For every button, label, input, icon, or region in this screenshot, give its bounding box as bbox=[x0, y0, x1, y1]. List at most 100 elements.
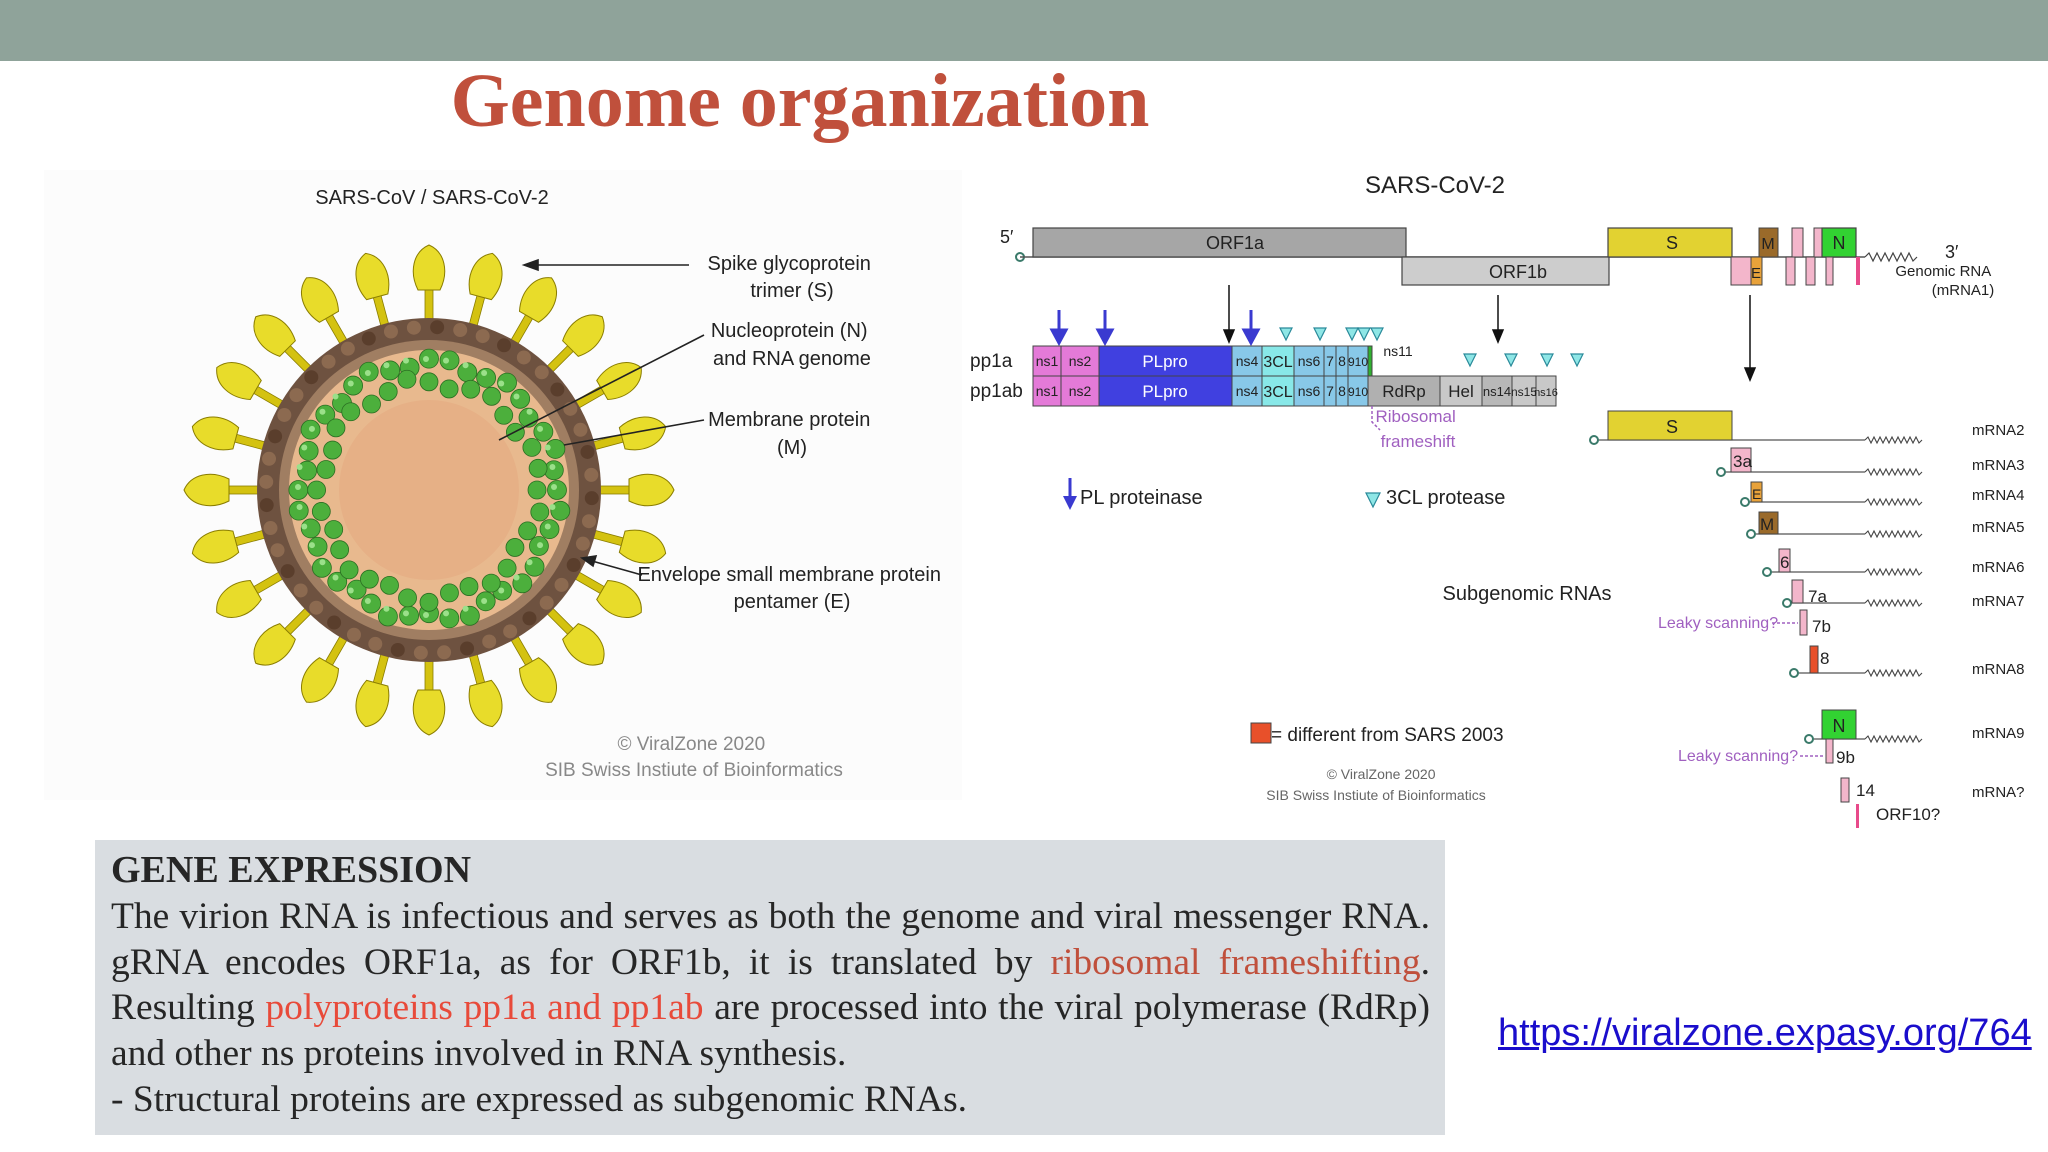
membrane-protein bbox=[430, 320, 445, 335]
svg-text:M: M bbox=[1760, 515, 1774, 534]
nucleoprotein-bead bbox=[326, 418, 346, 438]
membrane-protein bbox=[550, 382, 565, 397]
nucleoprotein-bead bbox=[300, 518, 321, 539]
polyproteins-highlight: polyproteins pp1a and pp1ab bbox=[265, 987, 704, 1029]
svg-text:ns6: ns6 bbox=[1298, 383, 1321, 399]
membrane-protein bbox=[368, 636, 383, 651]
svg-text:ns11: ns11 bbox=[1383, 343, 1413, 359]
pp1a-label: pp1a bbox=[970, 351, 1013, 372]
orf1a-label: ORF1a bbox=[1206, 233, 1265, 253]
nucleoprotein-bead bbox=[341, 402, 361, 422]
top-banner bbox=[0, 0, 2048, 61]
svg-text:910: 910 bbox=[1348, 355, 1368, 369]
viralzone-link[interactable]: https://viralzone.expasy.org/764 bbox=[1498, 1012, 2032, 1054]
membrane-protein bbox=[497, 338, 512, 353]
membrane-protein bbox=[346, 627, 361, 642]
svg-text:PLpro: PLpro bbox=[1142, 352, 1187, 371]
virion-figure: SARS-CoV / SARS-CoV-2 Spike glycoprotein… bbox=[44, 170, 962, 800]
nucleoprotein-bead bbox=[482, 386, 502, 406]
svg-text:9b: 9b bbox=[1836, 748, 1855, 767]
pl-legend-label: PL proteinase bbox=[1080, 487, 1203, 509]
svg-text:Hel: Hel bbox=[1448, 382, 1474, 401]
n-gene-label: N bbox=[1833, 233, 1846, 253]
spike-protein bbox=[183, 473, 275, 507]
n-gene-block bbox=[1821, 227, 1857, 258]
ribosomal-frameshift-label: Ribosomal frameshift bbox=[1375, 407, 1460, 451]
nucleoprotein-bead bbox=[497, 558, 517, 578]
svg-text:910: 910 bbox=[1348, 385, 1368, 399]
three-prime-label: 3′ bbox=[1945, 242, 1959, 262]
genome-diagram: SARS-CoV-2 5′ 3′ Genomic RNA (mRNA1) ORF… bbox=[970, 172, 2025, 828]
membrane-protein bbox=[584, 491, 599, 506]
virion-credit: © ViralZone 2020 SIB Swiss Instiute of B… bbox=[545, 734, 843, 781]
svg-text:7a: 7a bbox=[1808, 587, 1827, 606]
gene-expression-box: GENE EXPRESSION The virion RNA is infect… bbox=[95, 840, 1445, 1135]
membrane-protein bbox=[534, 365, 549, 380]
svg-text:ns15: ns15 bbox=[1511, 385, 1537, 399]
nucleoprotein-bead bbox=[527, 480, 547, 500]
nucleoprotein-bead bbox=[378, 382, 398, 401]
nucleoprotein-bead bbox=[307, 480, 327, 500]
e-gene-block bbox=[1750, 256, 1763, 286]
nucleoprotein-bead bbox=[550, 500, 571, 521]
svg-text:E: E bbox=[1752, 486, 1761, 502]
nucleoprotein-bead bbox=[397, 369, 417, 389]
membrane-protein bbox=[327, 615, 342, 630]
svg-text:3CL: 3CL bbox=[1263, 354, 1292, 371]
svg-text:N: N bbox=[1833, 716, 1846, 736]
svg-text:3CL: 3CL bbox=[1263, 384, 1292, 401]
polyprotein-rows: pp1a pp1ab bbox=[970, 343, 1558, 451]
e-gene-label: E bbox=[1751, 265, 1761, 282]
nucleoprotein-bead bbox=[362, 394, 381, 414]
nucleoprotein-bead bbox=[539, 519, 560, 540]
pp1ab-label: pp1ab bbox=[970, 381, 1023, 402]
nucleoprotein-bead bbox=[533, 421, 554, 442]
svg-text:RdRp: RdRp bbox=[1382, 382, 1425, 401]
svg-text:mRNA7: mRNA7 bbox=[1972, 593, 2025, 610]
nucleoprotein-bead bbox=[530, 502, 550, 522]
membrane-protein bbox=[516, 350, 531, 365]
nucleoprotein-bead bbox=[419, 372, 439, 392]
m-gene-label: M bbox=[1761, 236, 1774, 253]
five-prime-label: 5′ bbox=[1000, 227, 1014, 247]
svg-text:8: 8 bbox=[1820, 649, 1829, 668]
virion-diagram: SARS-CoV / SARS-CoV-2 Spike glycoprotein… bbox=[183, 187, 946, 781]
svg-text:8: 8 bbox=[1338, 383, 1346, 399]
membrane-protein bbox=[413, 645, 428, 660]
nucleoprotein-bead bbox=[327, 571, 348, 592]
subgenomic-rnas-label: Subgenomic RNAs bbox=[1443, 583, 1612, 605]
svg-text:7b: 7b bbox=[1812, 617, 1831, 636]
membrane-protein bbox=[304, 370, 319, 385]
nucleoprotein-bead bbox=[547, 480, 567, 500]
membrane-protein bbox=[581, 514, 596, 529]
virion-header: SARS-CoV / SARS-CoV-2 bbox=[315, 187, 548, 209]
membrane-protein bbox=[554, 577, 569, 592]
membrane-protein bbox=[340, 341, 355, 356]
svg-text:ns1: ns1 bbox=[1036, 383, 1059, 399]
leaky-scanning-label-1: Leaky scanning? bbox=[1658, 615, 1778, 632]
membrane-protein bbox=[453, 323, 468, 338]
genome-legend: PL proteinase 3CL protease = different f… bbox=[1063, 478, 1505, 746]
membrane-protein bbox=[584, 467, 599, 482]
spike-label: Spike glycoprotein trimer (S) bbox=[708, 253, 877, 302]
svg-text:ns16: ns16 bbox=[1534, 387, 1558, 399]
membrane-protein bbox=[280, 564, 295, 579]
orf1b-block bbox=[1401, 256, 1610, 286]
membrane-protein bbox=[575, 536, 590, 551]
nucleoprotein-bead bbox=[528, 458, 548, 478]
svg-text:7: 7 bbox=[1326, 353, 1334, 369]
svg-text:7: 7 bbox=[1326, 383, 1334, 399]
subgenomic-rows: S 3a E M 6 7a 7b 8 N 9b 14 ORF10? mRNA2 … bbox=[1589, 410, 2025, 828]
svg-text:ns4: ns4 bbox=[1236, 383, 1259, 399]
svg-text:mRNA4: mRNA4 bbox=[1972, 487, 2025, 504]
membrane-protein bbox=[262, 451, 277, 466]
orf1a-block bbox=[1032, 227, 1407, 258]
orf3a-block bbox=[1730, 256, 1752, 286]
svg-text:mRNA3: mRNA3 bbox=[1972, 457, 2025, 474]
membrane-protein bbox=[406, 320, 421, 335]
membrane-protein bbox=[437, 645, 452, 660]
membrane-protein bbox=[268, 429, 283, 444]
nucleoprotein-bead bbox=[346, 579, 367, 600]
nucleoprotein-bead bbox=[339, 560, 359, 580]
envelope-label: Envelope small membrane protein pentamer… bbox=[637, 564, 946, 613]
